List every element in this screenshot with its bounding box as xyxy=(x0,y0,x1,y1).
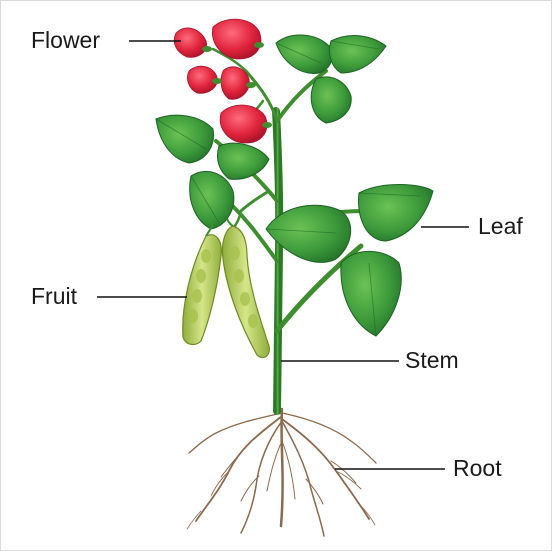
flower-4 xyxy=(221,67,249,99)
flower-label: Flower xyxy=(31,29,100,52)
leaf-right-upper xyxy=(358,185,433,242)
leaf-top-mid xyxy=(311,77,351,123)
bean-pods xyxy=(183,219,270,358)
flower-5 xyxy=(220,105,267,143)
pod-right xyxy=(222,226,269,358)
pod-left xyxy=(183,235,222,345)
leaf-upper-left-1 xyxy=(156,115,214,163)
stem-label: Stem xyxy=(405,349,459,372)
leaf-top-right xyxy=(329,36,386,73)
root-label: Root xyxy=(453,457,502,480)
fruit-label: Fruit xyxy=(31,285,77,308)
leaf-top-left xyxy=(276,35,332,73)
leaf-label: Leaf xyxy=(478,215,523,238)
leader-lines xyxy=(97,41,469,469)
root-system xyxy=(187,409,376,536)
flower-1 xyxy=(174,28,206,57)
leaf-upper-left-2 xyxy=(217,143,269,179)
leaf-right-lower xyxy=(341,251,401,336)
